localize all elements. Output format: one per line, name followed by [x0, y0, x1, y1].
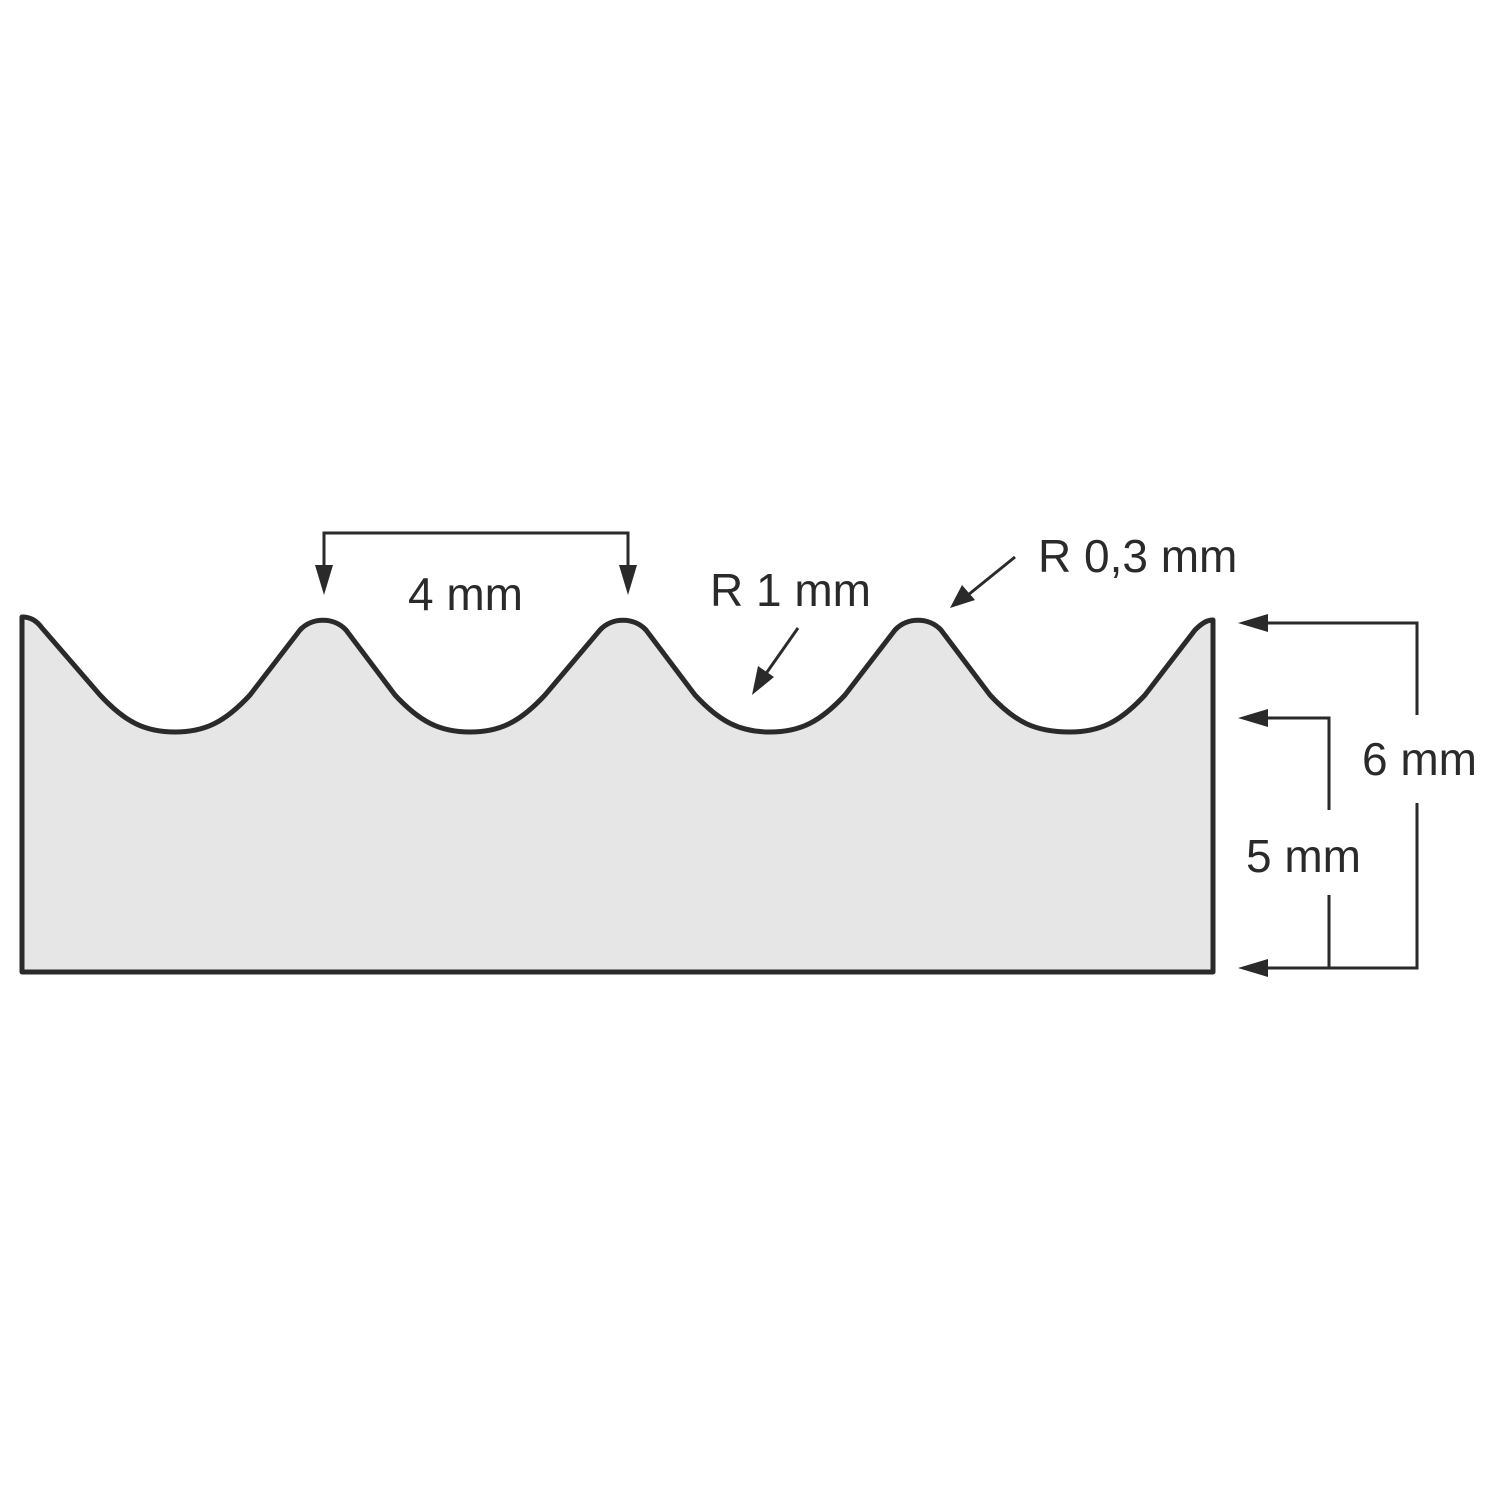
valley-radius-callout: R 1 mm — [710, 564, 871, 695]
pitch-label: 4 mm — [408, 568, 523, 620]
crest-radius-label: R 0,3 mm — [1038, 530, 1237, 582]
crest-radius-callout: R 0,3 mm — [950, 530, 1237, 608]
profile-shape — [19, 614, 1216, 975]
total-height-label: 6 mm — [1362, 733, 1477, 785]
base-height-label: 5 mm — [1246, 830, 1361, 882]
base-height-dimension: 5 mm — [1238, 709, 1361, 977]
valley-radius-label: R 1 mm — [710, 564, 871, 616]
pitch-dimension: 4 mm — [315, 531, 637, 620]
total-height-dimension: 6 mm — [1238, 614, 1477, 970]
